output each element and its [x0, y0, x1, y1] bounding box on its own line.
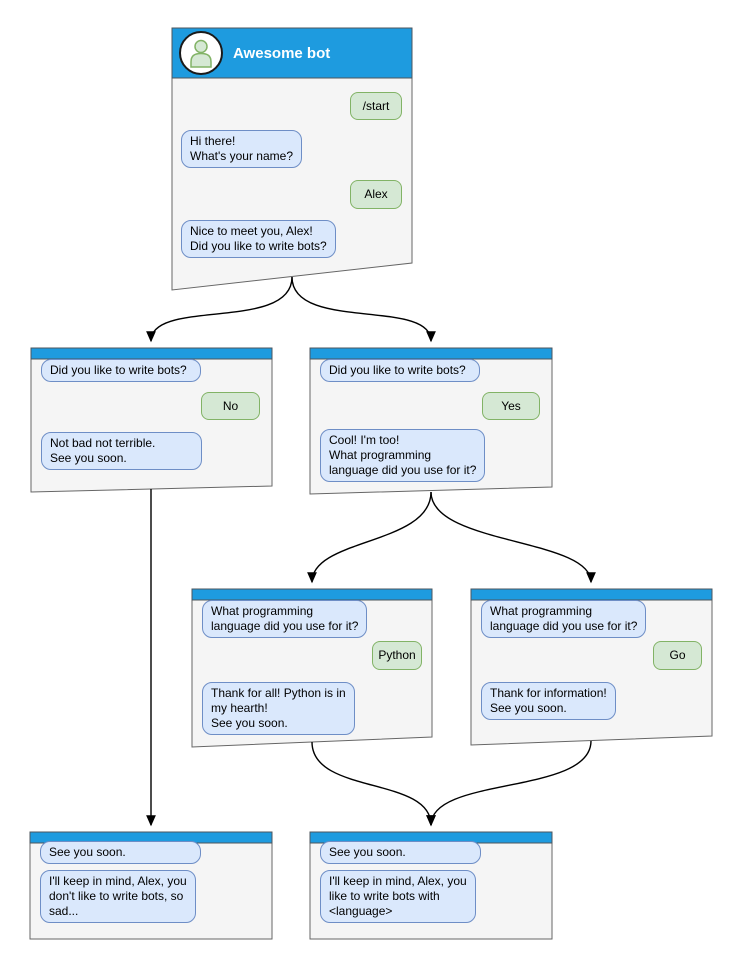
main-window-header: Awesome bot: [172, 28, 412, 78]
yes-branch-question[interactable]: Did you like to write bots?: [320, 359, 480, 382]
person-icon: [190, 39, 212, 68]
go-branch-header-bar: [470, 588, 713, 601]
yes-branch-reply[interactable]: Cool! I'm too! What programming language…: [320, 429, 486, 482]
go-branch-answer[interactable]: Go: [653, 641, 702, 670]
python-branch-header-bar: [191, 588, 433, 601]
bot-message-greet[interactable]: Hi there! What's your name?: [181, 130, 303, 168]
end-yes-summary[interactable]: I'll keep in mind, Alex, you like to wri…: [320, 870, 476, 923]
no-branch-header-bar: [30, 347, 273, 360]
yes-branch-header-bar: [309, 347, 553, 360]
user-message-name[interactable]: Alex: [350, 180, 402, 209]
no-branch-answer[interactable]: No: [201, 392, 260, 420]
user-message-start[interactable]: /start: [350, 92, 402, 120]
python-branch-question[interactable]: What programming language did you use fo…: [202, 600, 368, 638]
python-branch-answer[interactable]: Python: [372, 641, 422, 670]
end-no-summary[interactable]: I'll keep in mind, Alex, you don't like …: [40, 870, 196, 923]
end-yes-message[interactable]: See you soon.: [320, 841, 481, 864]
bot-avatar: [179, 31, 223, 75]
go-branch-reply[interactable]: Thank for information! See you soon.: [481, 682, 616, 720]
no-branch-question[interactable]: Did you like to write bots?: [41, 359, 201, 382]
bot-title: Awesome bot: [233, 44, 331, 62]
yes-branch-answer[interactable]: Yes: [482, 392, 540, 420]
connector-yes-to-python[interactable]: [307, 491, 432, 584]
no-branch-reply[interactable]: Not bad not terrible. See you soon.: [41, 432, 202, 470]
python-branch-reply[interactable]: Thank for all! Python is in my hearth! S…: [202, 682, 355, 735]
connector-python-to-end-yes[interactable]: [311, 741, 436, 827]
connector-go-to-end-yes[interactable]: [426, 740, 592, 827]
connector-main-to-yes[interactable]: [291, 276, 436, 343]
connector-yes-to-go[interactable]: [430, 491, 596, 584]
end-no-message[interactable]: See you soon.: [40, 841, 201, 864]
go-branch-question[interactable]: What programming language did you use fo…: [481, 600, 647, 638]
bot-message-ask[interactable]: Nice to meet you, Alex! Did you like to …: [181, 220, 336, 258]
connector-main-to-no[interactable]: [146, 276, 293, 343]
